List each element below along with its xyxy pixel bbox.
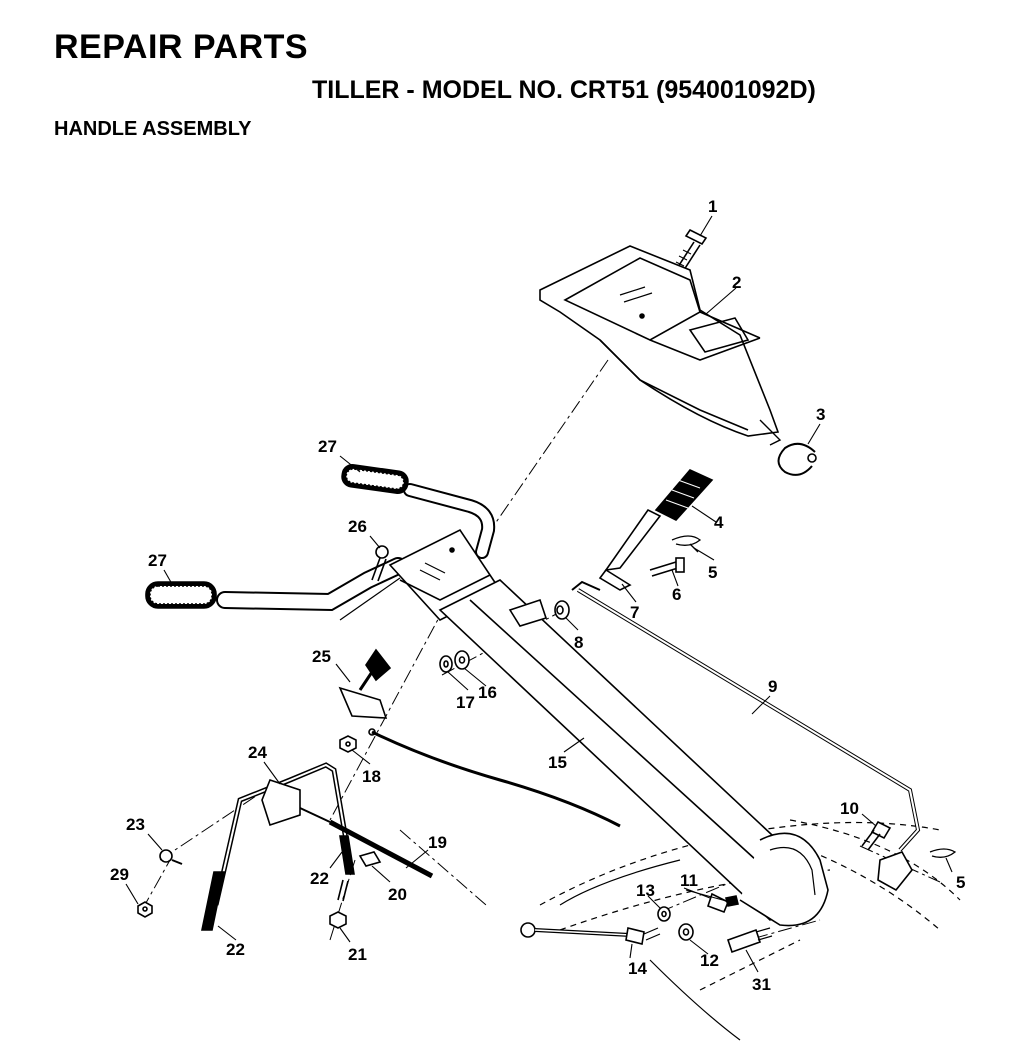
part-3-clip-ring bbox=[777, 442, 817, 476]
callout-17: 17 bbox=[456, 693, 475, 712]
rod-bracket bbox=[877, 851, 913, 892]
part-21-bolt bbox=[329, 879, 349, 929]
part-7-shift-rod-link bbox=[571, 580, 601, 591]
callout-3: 3 bbox=[816, 405, 825, 424]
part-15-handle-tube bbox=[438, 579, 829, 927]
callout-25: 25 bbox=[312, 647, 331, 666]
callout-9: 9 bbox=[768, 677, 777, 696]
callout-1: 1 bbox=[708, 197, 717, 216]
part-22-grip-left bbox=[201, 871, 225, 931]
callout-22-right: 22 bbox=[310, 869, 329, 888]
part-19-drive-cable bbox=[328, 819, 434, 879]
callout-5-lower: 5 bbox=[956, 873, 965, 892]
callout-27-upper: 27 bbox=[318, 437, 337, 456]
part-29-nut bbox=[137, 901, 153, 918]
callout-21: 21 bbox=[348, 945, 367, 964]
callout-11: 11 bbox=[680, 871, 698, 890]
part-17-washer bbox=[439, 655, 453, 673]
part-2-console-cover bbox=[539, 245, 782, 446]
part-26-bolt bbox=[371, 545, 389, 582]
part-11-insert bbox=[706, 892, 739, 914]
callout-12: 12 bbox=[700, 951, 719, 970]
part-5-clip-lower bbox=[929, 848, 957, 858]
section-heading: HANDLE ASSEMBLY bbox=[54, 118, 252, 140]
part-18-nut bbox=[339, 735, 357, 753]
part-24-drive-bail bbox=[213, 762, 349, 906]
part-23-eyebolt bbox=[159, 849, 183, 865]
callout-14: 14 bbox=[628, 959, 647, 978]
callout-6: 6 bbox=[672, 585, 681, 604]
callout-26: 26 bbox=[348, 517, 367, 536]
callout-16: 16 bbox=[478, 683, 497, 702]
leader-lines bbox=[125, 215, 953, 973]
callout-5-upper: 5 bbox=[708, 563, 717, 582]
callout-10: 10 bbox=[840, 799, 859, 818]
part-4-shift-lever bbox=[598, 469, 714, 591]
callout-22-left: 22 bbox=[226, 940, 245, 959]
part-12-washer bbox=[678, 923, 694, 941]
part-14-lever bbox=[520, 922, 661, 945]
part-16-washer bbox=[454, 650, 470, 670]
frame-solid bbox=[559, 859, 741, 1041]
callout-23: 23 bbox=[126, 815, 145, 834]
callout-labels: 1 2 3 27 4 26 5 6 7 27 8 17 16 25 9 15 1… bbox=[110, 197, 965, 994]
part-9-shift-rod bbox=[576, 588, 921, 852]
callout-20: 20 bbox=[388, 885, 407, 904]
part-20-clip bbox=[358, 851, 382, 867]
part-10-bolt bbox=[861, 820, 892, 851]
handle-bar-upper bbox=[403, 483, 496, 559]
part-31-pin bbox=[726, 927, 773, 954]
callout-18: 18 bbox=[362, 767, 381, 786]
part-6-bolt bbox=[649, 557, 685, 577]
callout-27-lower: 27 bbox=[148, 551, 167, 570]
handle-bar-lower bbox=[216, 557, 407, 621]
part-13-washer bbox=[657, 906, 671, 922]
callout-13: 13 bbox=[636, 881, 655, 900]
callout-7: 7 bbox=[630, 603, 639, 622]
callout-8: 8 bbox=[574, 633, 583, 652]
part-27-grip-upper bbox=[341, 464, 409, 494]
callout-31: 31 bbox=[752, 975, 771, 994]
callout-19: 19 bbox=[428, 833, 447, 852]
page-title: REPAIR PARTS bbox=[54, 28, 309, 66]
part-8-spacer bbox=[554, 600, 570, 620]
throttle-cable bbox=[371, 730, 621, 828]
part-22-grip-right bbox=[339, 835, 355, 875]
part-25-throttle-control bbox=[338, 648, 392, 736]
callout-29: 29 bbox=[110, 865, 129, 884]
model-subtitle: TILLER - MODEL NO. CRT51 (954001092D) bbox=[312, 76, 816, 104]
callout-4: 4 bbox=[714, 513, 724, 532]
callout-24: 24 bbox=[248, 743, 267, 762]
callout-2: 2 bbox=[732, 273, 741, 292]
part-27-grip-lower bbox=[145, 581, 217, 609]
callout-15: 15 bbox=[548, 753, 567, 772]
